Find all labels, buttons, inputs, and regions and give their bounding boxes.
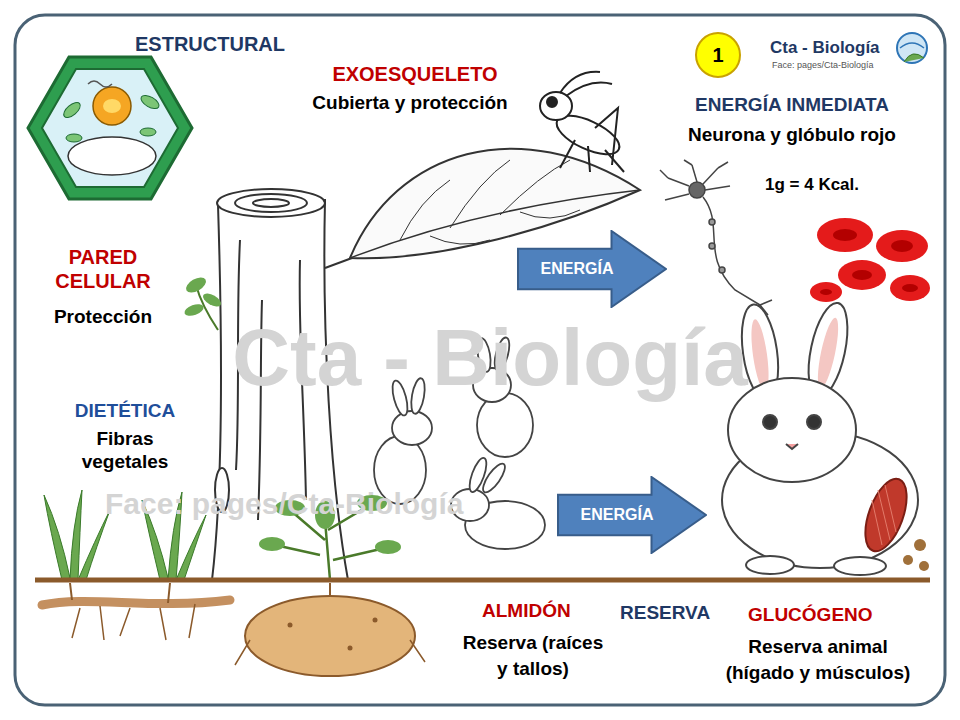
arrow-box: ENERGÍA xyxy=(557,476,707,554)
arrow-label: ENERGÍA xyxy=(523,230,631,308)
callout-number-text: 1 xyxy=(694,31,742,79)
function-heading: GLUCÓGENO xyxy=(748,604,873,627)
arrow-outline xyxy=(518,231,666,307)
heading: ENERGÍA INMEDIATA xyxy=(695,94,889,117)
arrow-box: ENERGÍA xyxy=(517,230,667,308)
brown-dots xyxy=(903,539,929,571)
function-heading: ALMIDÓN xyxy=(482,600,571,623)
function-text: Cubierta y protección xyxy=(312,92,507,115)
watermark: Cta - Biología xyxy=(232,318,748,398)
logo-subtext: Face: pages/Cta-Biología xyxy=(772,60,874,71)
energy-value: 1g = 4 Kcal. xyxy=(765,175,859,195)
function-text: Reserva (raíces y tallos) xyxy=(459,630,607,682)
rhizome xyxy=(42,583,230,640)
function-text: Reserva animal (hígado y músculos) xyxy=(718,634,918,686)
heading: DIETÉTICA xyxy=(75,400,175,423)
function-text: Fibras vegetales xyxy=(65,428,185,474)
potato-tuber xyxy=(235,583,425,676)
arrow-label: ENERGÍA xyxy=(563,476,671,554)
callout-number: 1 xyxy=(694,31,742,79)
heading: RESERVA xyxy=(620,602,710,625)
logo-text: Cta - Biología xyxy=(770,38,880,58)
leaf xyxy=(350,149,640,259)
function-text: Neurona y glóbulo rojo xyxy=(688,124,896,147)
logo-globe xyxy=(897,33,927,63)
function-heading: PARED CELULAR xyxy=(33,245,173,293)
red-blood-cells xyxy=(810,218,930,302)
heading: ESTRUCTURAL xyxy=(135,32,285,56)
frame xyxy=(15,15,945,705)
watermark: Face: pages/Cta-Biología xyxy=(105,486,463,522)
function-text: Protección xyxy=(54,306,152,329)
ground-line xyxy=(35,578,930,583)
neuron xyxy=(660,160,772,318)
plant-cell xyxy=(28,57,192,199)
grasshopper xyxy=(540,72,625,172)
big-rabbit xyxy=(722,300,918,575)
sprout xyxy=(183,274,223,330)
function-heading: EXOESQUELETO xyxy=(332,62,497,86)
arrow-outline xyxy=(558,477,706,553)
